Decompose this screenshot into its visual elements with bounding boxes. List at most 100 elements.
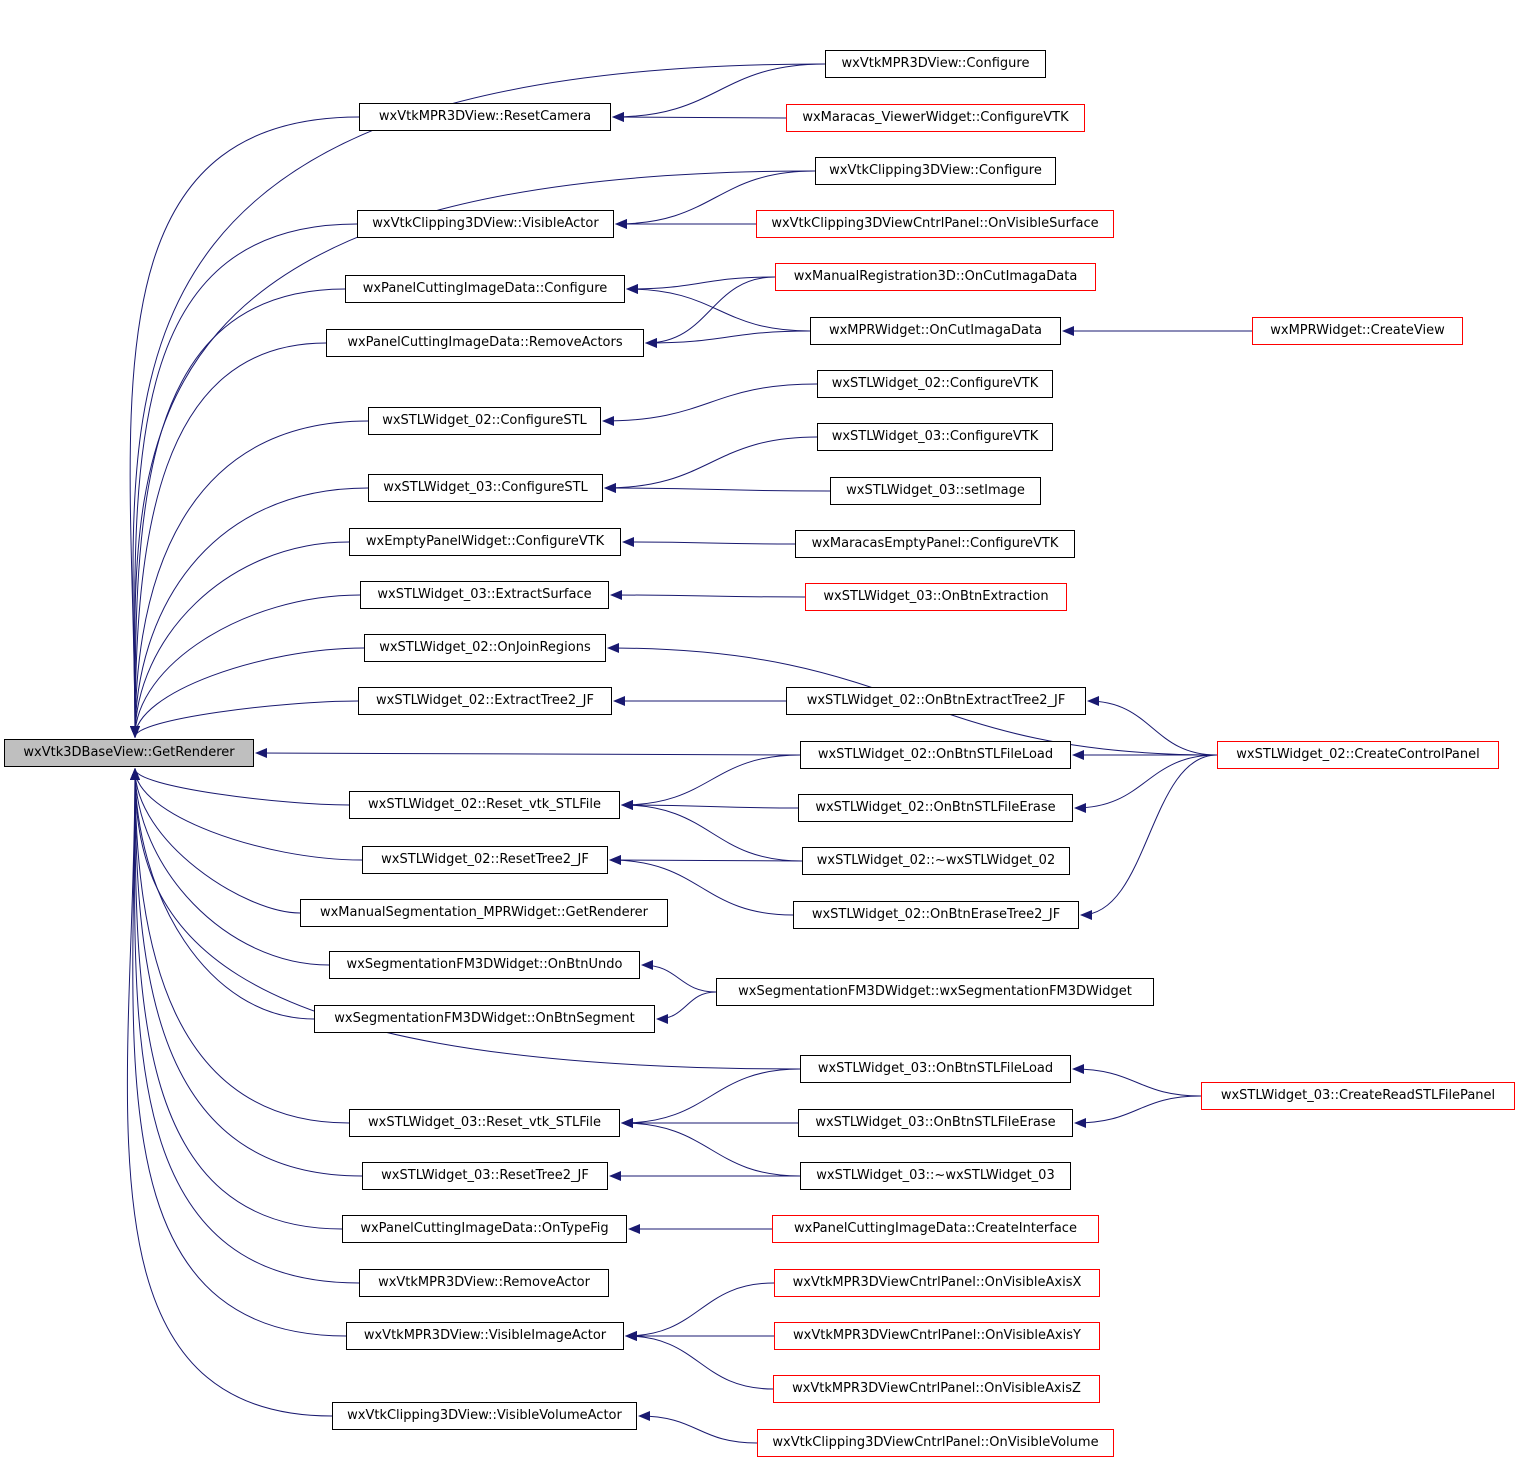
node-cutting-configure[interactable]: wxPanelCuttingImageData::Configure xyxy=(345,275,625,303)
node-root: wxVtk3DBaseView::GetRenderer xyxy=(4,739,254,767)
edge-m11-to-n8 xyxy=(610,590,806,601)
edge-m1-to-n1 xyxy=(612,63,826,122)
edge-m1-to-n_root xyxy=(129,63,826,738)
node-stl03-on-btn-stl-erase[interactable]: wxSTLWidget_03::OnBtnSTLFileErase xyxy=(798,1109,1073,1137)
node-stl02-create-control-panel[interactable]: wxSTLWidget_02::CreateControlPanel xyxy=(1217,741,1499,769)
edge-n21-to-n_root xyxy=(126,768,333,1417)
edge-m20-to-n16 xyxy=(621,1118,801,1177)
edge-n13-to-n_root xyxy=(130,768,301,914)
edge-r2-to-m16 xyxy=(1080,754,1218,920)
node-stl02-extract-tree2[interactable]: wxSTLWidget_02::ExtractTree2_JF xyxy=(358,687,612,715)
node-stl02-destructor[interactable]: wxSTLWidget_02::~wxSTLWidget_02 xyxy=(802,847,1070,875)
node-mpr3d-ctrl-axis-x[interactable]: wxVtkMPR3DViewCntrlPanel::OnVisibleAxisX xyxy=(774,1269,1100,1297)
node-cutting-remove-actors[interactable]: wxPanelCuttingImageData::RemoveActors xyxy=(326,329,644,357)
node-clipping-visible-volume-actor[interactable]: wxVtkClipping3DView::VisibleVolumeActor xyxy=(332,1402,637,1430)
node-clipping-ctrl-on-visible-surface[interactable]: wxVtkClipping3DViewCntrlPanel::OnVisible… xyxy=(756,210,1114,238)
edge-r2-to-m12 xyxy=(1087,696,1218,756)
edge-m13-to-n11 xyxy=(621,754,801,810)
node-clipping-configure[interactable]: wxVtkClipping3DView::Configure xyxy=(815,157,1056,185)
node-stl02-configure-vtk[interactable]: wxSTLWidget_02::ConfigureVTK xyxy=(817,370,1053,398)
edge-n4-to-n_root xyxy=(130,342,327,738)
edge-n20-to-n_root xyxy=(129,768,347,1337)
node-stl02-on-btn-erase-tree2[interactable]: wxSTLWidget_02::OnBtnEraseTree2_JF xyxy=(793,901,1079,929)
edge-m7-to-n5 xyxy=(602,383,818,426)
node-stl02-reset-tree2[interactable]: wxSTLWidget_02::ResetTree2_JF xyxy=(362,846,608,874)
node-stl02-on-btn-stl-load[interactable]: wxSTLWidget_02::OnBtnSTLFileLoad xyxy=(800,741,1071,769)
node-stl02-reset-vtk-stlfile[interactable]: wxSTLWidget_02::Reset_vtk_STLFile xyxy=(349,791,620,819)
edge-n9-to-n_root xyxy=(130,647,365,738)
node-segfm3d-on-btn-undo[interactable]: wxSegmentationFM3DWidget::OnBtnUndo xyxy=(329,951,640,979)
edge-m6-to-n4 xyxy=(645,330,811,348)
node-mpr-widget-on-cut[interactable]: wxMPRWidget::OnCutImagaData xyxy=(810,317,1061,345)
node-stl02-on-btn-extract-tree2[interactable]: wxSTLWidget_02::OnBtnExtractTree2_JF xyxy=(786,687,1086,715)
edge-n16-to-n_root xyxy=(130,768,350,1124)
edge-r3-to-m19 xyxy=(1074,1095,1202,1128)
edge-m3-to-n2 xyxy=(615,170,816,229)
node-mpr3d-remove-actor[interactable]: wxVtkMPR3DView::RemoveActor xyxy=(359,1269,609,1297)
edge-n5-to-n_root xyxy=(130,420,369,738)
node-clipping-ctrl-on-visible-volume[interactable]: wxVtkClipping3DViewCntrlPanel::OnVisible… xyxy=(757,1429,1114,1457)
edge-n7-to-n_root xyxy=(130,541,350,738)
node-segfm3d-constructor[interactable]: wxSegmentationFM3DWidget::wxSegmentation… xyxy=(716,978,1154,1006)
edge-n11-to-n_root xyxy=(130,768,350,806)
edge-r2-to-m14 xyxy=(1074,754,1218,813)
node-reset-camera[interactable]: wxVtkMPR3DView::ResetCamera xyxy=(359,103,611,131)
node-stl02-configure-stl[interactable]: wxSTLWidget_02::ConfigureSTL xyxy=(368,407,601,435)
edge-m10-to-n7 xyxy=(622,537,796,548)
node-stl03-destructor[interactable]: wxSTLWidget_03::~wxSTLWidget_03 xyxy=(800,1162,1071,1190)
edge-n18-to-n_root xyxy=(129,768,343,1230)
edge-n10-to-n_root xyxy=(130,700,359,738)
node-cutting-on-type-fig[interactable]: wxPanelCuttingImageData::OnTypeFig xyxy=(342,1215,627,1243)
edge-n8-to-n_root xyxy=(130,594,361,738)
node-stl03-on-btn-stl-load[interactable]: wxSTLWidget_03::OnBtnSTLFileLoad xyxy=(800,1055,1071,1083)
node-stl03-extract-surface[interactable]: wxSTLWidget_03::ExtractSurface xyxy=(360,581,609,609)
node-mpr-widget-create-view[interactable]: wxMPRWidget::CreateView xyxy=(1252,317,1463,345)
node-manual-registration-on-cut[interactable]: wxManualRegistration3D::OnCutImagaData xyxy=(775,263,1096,291)
edge-m5-to-n4 xyxy=(645,276,776,348)
edge-n19-to-n_root xyxy=(129,768,360,1284)
node-mpr3d-ctrl-axis-y[interactable]: wxVtkMPR3DViewCntrlPanel::OnVisibleAxisY xyxy=(774,1322,1100,1350)
node-stl03-set-image[interactable]: wxSTLWidget_03::setImage xyxy=(830,477,1041,505)
edge-m16-to-n12 xyxy=(609,855,794,916)
edge-m5-to-n3 xyxy=(626,276,776,294)
edge-n3-to-n_root xyxy=(130,288,346,738)
edge-n6-to-n_root xyxy=(130,487,369,738)
node-stl03-reset-tree2[interactable]: wxSTLWidget_03::ResetTree2_JF xyxy=(362,1162,608,1190)
edge-m2-to-n1 xyxy=(612,112,787,123)
edge-m14-to-n11 xyxy=(621,800,799,811)
edge-m15-to-n12 xyxy=(609,855,803,866)
node-stl03-on-btn-extraction[interactable]: wxSTLWidget_03::OnBtnExtraction xyxy=(805,583,1067,611)
edge-m18-to-n_root xyxy=(130,768,801,1070)
edge-m8-to-n6 xyxy=(604,436,818,493)
node-empty-panel-configure-vtk[interactable]: wxEmptyPanelWidget::ConfigureVTK xyxy=(349,528,621,556)
node-clipping-visible-actor[interactable]: wxVtkClipping3DView::VisibleActor xyxy=(357,210,614,238)
node-manual-seg-get-renderer[interactable]: wxManualSegmentation_MPRWidget::GetRende… xyxy=(300,899,668,927)
node-stl02-on-btn-stl-erase[interactable]: wxSTLWidget_02::OnBtnSTLFileErase xyxy=(798,794,1073,822)
node-stl03-configure-stl[interactable]: wxSTLWidget_03::ConfigureSTL xyxy=(368,474,603,502)
node-stl03-reset-vtk-stlfile[interactable]: wxSTLWidget_03::Reset_vtk_STLFile xyxy=(349,1109,620,1137)
node-cutting-create-interface[interactable]: wxPanelCuttingImageData::CreateInterface xyxy=(772,1215,1099,1243)
node-maracas-viewer-configure-vtk[interactable]: wxMaracas_ViewerWidget::ConfigureVTK xyxy=(786,104,1085,132)
edge-m18-to-n16 xyxy=(621,1068,801,1128)
node-mpr3d-configure[interactable]: wxVtkMPR3DView::Configure xyxy=(825,50,1046,78)
edge-m6-to-n3 xyxy=(626,284,811,332)
node-maracas-empty-configure-vtk[interactable]: wxMaracasEmptyPanel::ConfigureVTK xyxy=(795,530,1075,558)
node-stl03-configure-vtk[interactable]: wxSTLWidget_03::ConfigureVTK xyxy=(817,423,1053,451)
edge-n14-to-n_root xyxy=(130,768,330,966)
edge-m24-to-n20 xyxy=(625,1331,774,1390)
node-stl02-on-join-regions[interactable]: wxSTLWidget_02::OnJoinRegions xyxy=(364,634,606,662)
edge-n2-to-n_root xyxy=(129,223,358,738)
edge-n1-to-n_root xyxy=(129,116,360,738)
edge-m25-to-n21 xyxy=(638,1411,758,1444)
node-stl03-create-read-stl-panel[interactable]: wxSTLWidget_03::CreateReadSTLFilePanel xyxy=(1201,1082,1515,1110)
edge-m22-to-n20 xyxy=(625,1282,775,1341)
node-mpr3d-visible-image-actor[interactable]: wxVtkMPR3DView::VisibleImageActor xyxy=(346,1322,624,1350)
edge-r3-to-m18 xyxy=(1072,1064,1202,1097)
edge-m15-to-n11 xyxy=(621,800,803,862)
edge-m9-to-n6 xyxy=(604,483,831,494)
edge-m17-to-n15 xyxy=(656,991,717,1024)
node-mpr3d-ctrl-axis-z[interactable]: wxVtkMPR3DViewCntrlPanel::OnVisibleAxisZ xyxy=(773,1375,1100,1403)
node-segfm3d-on-btn-segment[interactable]: wxSegmentationFM3DWidget::OnBtnSegment xyxy=(314,1005,655,1033)
